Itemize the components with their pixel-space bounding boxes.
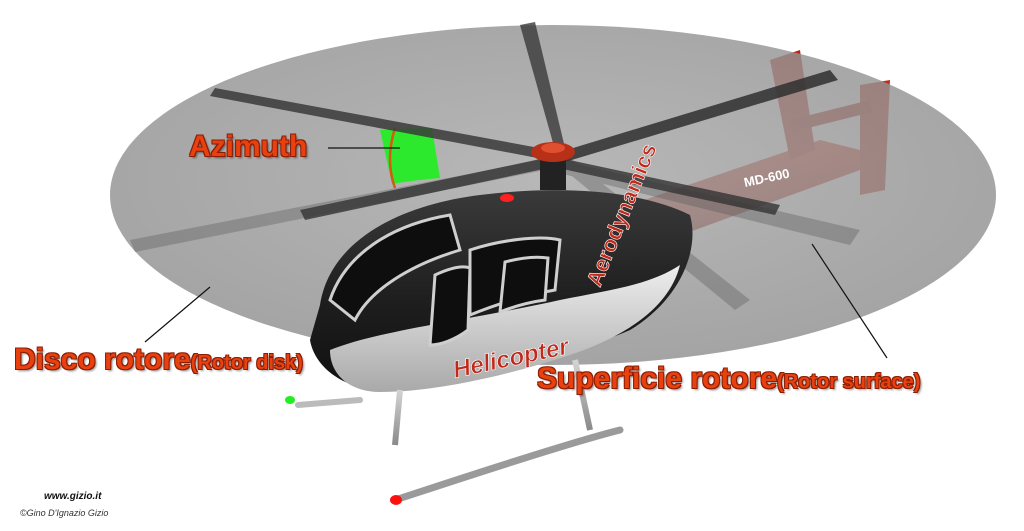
- leader-lines: [144, 147, 888, 359]
- azimuth-label: Azimuth: [189, 130, 308, 163]
- rotor-blades: [210, 22, 838, 220]
- rotor-disk-leader: [144, 286, 211, 343]
- azimuth-sector: [380, 128, 440, 184]
- credit-website: www.gizio.it: [44, 491, 102, 502]
- rotor-disk-label-main: Disco rotore: [14, 343, 191, 376]
- rotor-surface-leader: [811, 243, 888, 359]
- credit-author: ©Gino D'Ignazio Gizio: [20, 508, 109, 518]
- rotor-disk-label: Disco rotore(Rotor disk): [14, 343, 303, 377]
- fuselage: [310, 190, 693, 392]
- rotor-surface-label-main: Superficie rotore: [537, 362, 778, 395]
- landing-skids: [285, 359, 624, 505]
- rotor-surface-label: Superficie rotore(Rotor surface): [537, 362, 920, 396]
- rotor-disk-label-sub: (Rotor disk): [190, 352, 303, 374]
- rotor-surface-label-sub: (Rotor surface): [777, 371, 921, 393]
- azimuth-arc: [388, 127, 397, 189]
- rotor-hub: [531, 142, 575, 190]
